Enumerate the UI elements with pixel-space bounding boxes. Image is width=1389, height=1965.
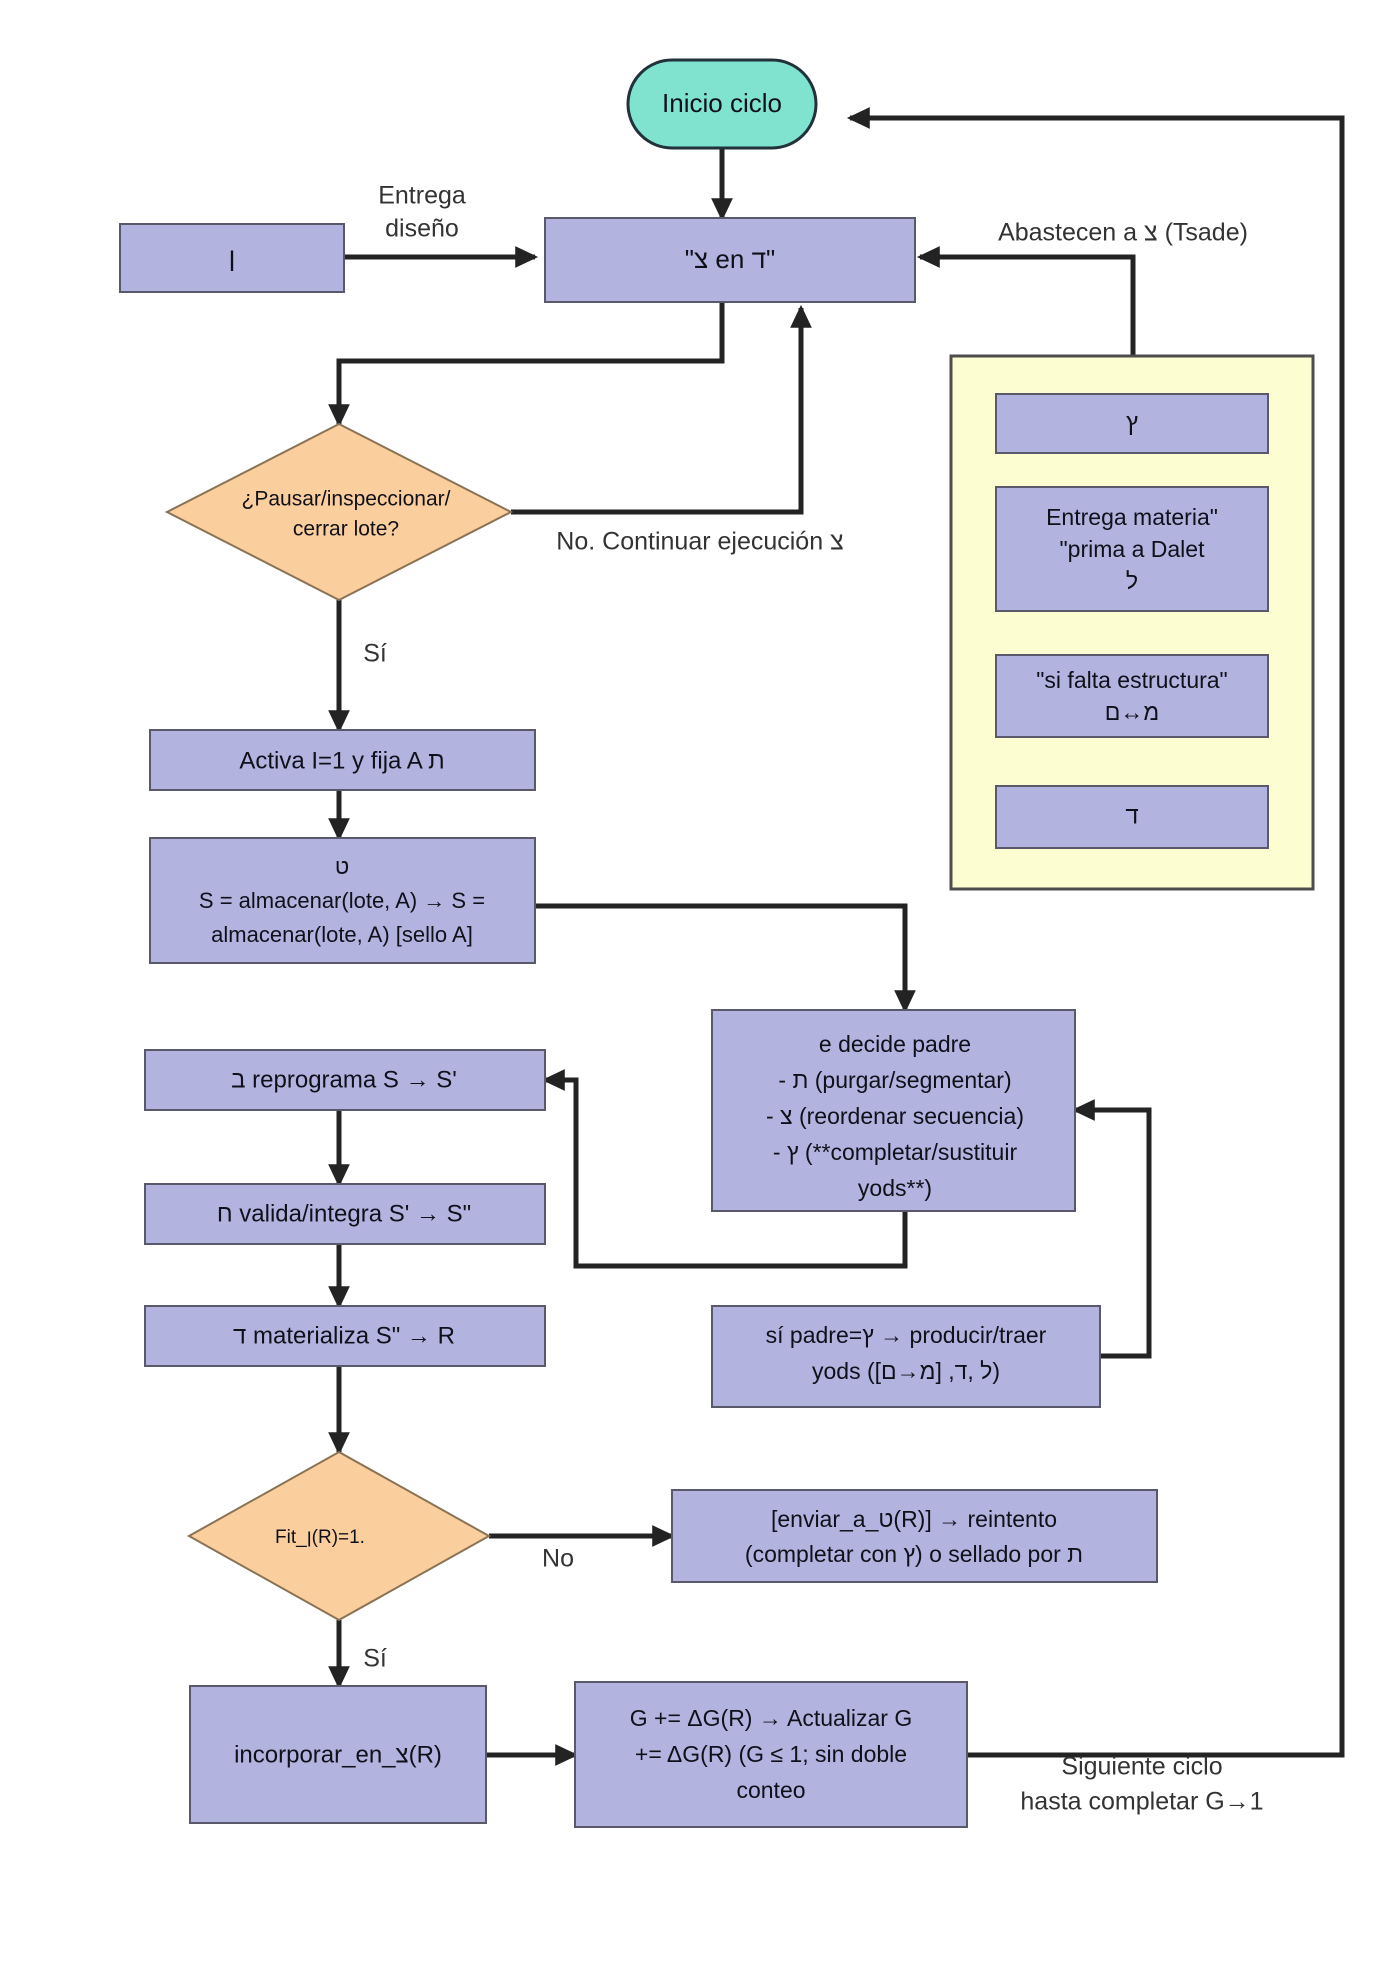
edge-label-no-continuar: No. Continuar ejecución צ	[556, 528, 843, 556]
group-item-3[interactable]: ד	[995, 785, 1269, 849]
group-item-1-line3: ל	[1126, 568, 1138, 594]
edge-label-no-fit: No	[542, 1545, 574, 1573]
edge-label-si-pause: Sí	[363, 640, 387, 668]
edge-yods-to-decide	[1071, 1099, 1152, 1359]
decision-fit-label: Fit_ן(R)=1.	[275, 1527, 365, 1548]
node-decide-padre[interactable]: e decide padre - ת (purgar/segmentar) - …	[711, 1009, 1076, 1212]
group-item-2[interactable]: "si falta estructura" מ↔ם	[995, 654, 1269, 738]
valida-label: ח valida/integra S' → S"	[217, 1200, 471, 1227]
node-decision-fit[interactable]: Fit_ן(R)=1.	[186, 1450, 492, 1622]
actualizar-g-line3: conteo	[736, 1777, 805, 1803]
almacenar-shape[interactable]	[149, 837, 536, 964]
decide-padre-line2: - ת (purgar/segmentar)	[778, 1067, 1011, 1093]
edge-label-siguiente-l2: hasta completar G→1	[1020, 1788, 1263, 1816]
node-start[interactable]: Inicio ciclo	[626, 58, 818, 150]
actualizar-g-shape[interactable]	[574, 1681, 968, 1828]
group-item-3-label: ד	[1125, 802, 1138, 829]
group-item-2-line1: "si falta estructura"	[1036, 667, 1227, 693]
node-reprograma[interactable]: ב reprograma S → S'	[144, 1049, 546, 1111]
node-nun-source[interactable]: ן	[119, 223, 345, 293]
decision-fit-shape[interactable]	[186, 1450, 492, 1622]
decide-padre-line1: e decide padre	[819, 1031, 971, 1057]
almacenar-line2: S = almacenar(lote, A) → S =	[199, 888, 485, 913]
padre-yods-line2: yods ([מ→ם] ,ל ,ד)	[812, 1358, 1000, 1384]
padre-yods-shape[interactable]	[711, 1305, 1101, 1408]
almacenar-line3: almacenar(lote, A) [sello A]	[211, 922, 473, 947]
edge-decide-to-reprograma	[541, 1069, 908, 1269]
group-item-0-label: ץ	[1126, 409, 1138, 436]
decide-padre-shape[interactable]	[711, 1009, 1076, 1212]
reprograma-label: ב reprograma S → S'	[231, 1066, 457, 1093]
group-item-2-shape[interactable]	[995, 654, 1269, 738]
activa-label: Activa I=1 y fija A ת	[239, 747, 444, 774]
edge-no-continuar	[511, 304, 812, 515]
incorporar-shape[interactable]	[189, 1685, 487, 1824]
group-item-2-line2: מ↔ם	[1105, 699, 1159, 725]
node-almacenar[interactable]: ט S = almacenar(lote, A) → S = almacenar…	[149, 837, 536, 964]
edge-label-entrega-l2: diseño	[385, 215, 459, 243]
valida-shape[interactable]	[144, 1183, 546, 1245]
reprograma-shape[interactable]	[144, 1049, 546, 1111]
node-actualizar-g[interactable]: G += ΔG(R) → Actualizar G += ΔG(R) (G ≤ …	[574, 1681, 968, 1828]
incorporar-label: incorporar_en_צ(R)	[234, 1741, 442, 1768]
edge-loop-to-start	[846, 107, 1345, 1758]
group-item-1-shape[interactable]	[995, 486, 1269, 612]
reintento-line2: (completar con ץ) o sellado por ת	[745, 1541, 1083, 1567]
node-reintento[interactable]: [enviar_a_ט(R)] → reintento (completar c…	[671, 1489, 1158, 1583]
node-padre-yods[interactable]: sí padre=ץ → producir/traer yods ([מ→ם] …	[711, 1305, 1101, 1408]
node-decision-pause[interactable]: ¿Pausar/inspeccionar/ cerrar lote?	[164, 422, 514, 602]
edge-label-siguiente-l1: Siguiente ciclo	[1061, 1753, 1222, 1781]
padre-yods-line1: sí padre=ץ → producir/traer	[766, 1322, 1047, 1348]
actualizar-g-line2: += ΔG(R) (G ≤ 1; sin doble	[635, 1741, 907, 1767]
decision-pause-line1: ¿Pausar/inspeccionar/	[242, 488, 451, 511]
node-valida[interactable]: ח valida/integra S' → S"	[144, 1183, 546, 1245]
node-materializa[interactable]: ד materializa S" → R	[144, 1305, 546, 1367]
decision-pause-shape[interactable]	[164, 422, 514, 602]
materializa-shape[interactable]	[144, 1305, 546, 1367]
edge-label-abastecen: Abastecen a צ (Tsade)	[998, 219, 1248, 247]
materializa-label: ד materializa S" → R	[233, 1322, 455, 1349]
decision-pause-line2: cerrar lote?	[293, 518, 399, 541]
group-item-0-shape[interactable]	[995, 393, 1269, 454]
start-label: Inicio ciclo	[662, 88, 782, 118]
group-item-3-shape[interactable]	[995, 785, 1269, 849]
edge-almacenar-to-decide	[533, 903, 916, 1014]
almacenar-line1: ט	[335, 854, 349, 879]
reintento-shape[interactable]	[671, 1489, 1158, 1583]
decide-padre-line4: - ץ (**completar/sustituir	[773, 1139, 1018, 1165]
actualizar-g-line1: G += ΔG(R) → Actualizar G	[630, 1705, 913, 1731]
main-box-label: "צ en ד"	[685, 244, 775, 274]
group-item-1-line1: Entrega materia"	[1046, 504, 1218, 530]
group-item-1[interactable]: Entrega materia" "prima a Dalet ל	[995, 486, 1269, 612]
group-item-1-line2: "prima a Dalet	[1060, 536, 1206, 562]
decide-padre-line5: yods**)	[858, 1175, 932, 1201]
start-shape[interactable]	[626, 58, 818, 150]
edge-group-to-main	[916, 246, 1136, 356]
activa-shape[interactable]	[149, 729, 536, 791]
decide-padre-line3: - צ (reordenar secuencia)	[766, 1103, 1024, 1129]
node-activa[interactable]: Activa I=1 y fija A ת	[149, 729, 536, 791]
node-incorporar[interactable]: incorporar_en_צ(R)	[189, 1685, 487, 1824]
nun-source-label: ן	[229, 242, 236, 272]
edge-label-si-fit: Sí	[363, 1645, 387, 1673]
edge-main-to-decision-pause	[328, 302, 725, 428]
node-main-box[interactable]: "צ en ד"	[544, 217, 916, 303]
nun-source-shape[interactable]	[119, 223, 345, 293]
reintento-line1: [enviar_a_ט(R)] → reintento	[771, 1506, 1057, 1532]
main-box-shape[interactable]	[544, 217, 916, 303]
group-item-0[interactable]: ץ	[995, 393, 1269, 454]
edge-label-entrega-l1: Entrega	[378, 182, 466, 210]
